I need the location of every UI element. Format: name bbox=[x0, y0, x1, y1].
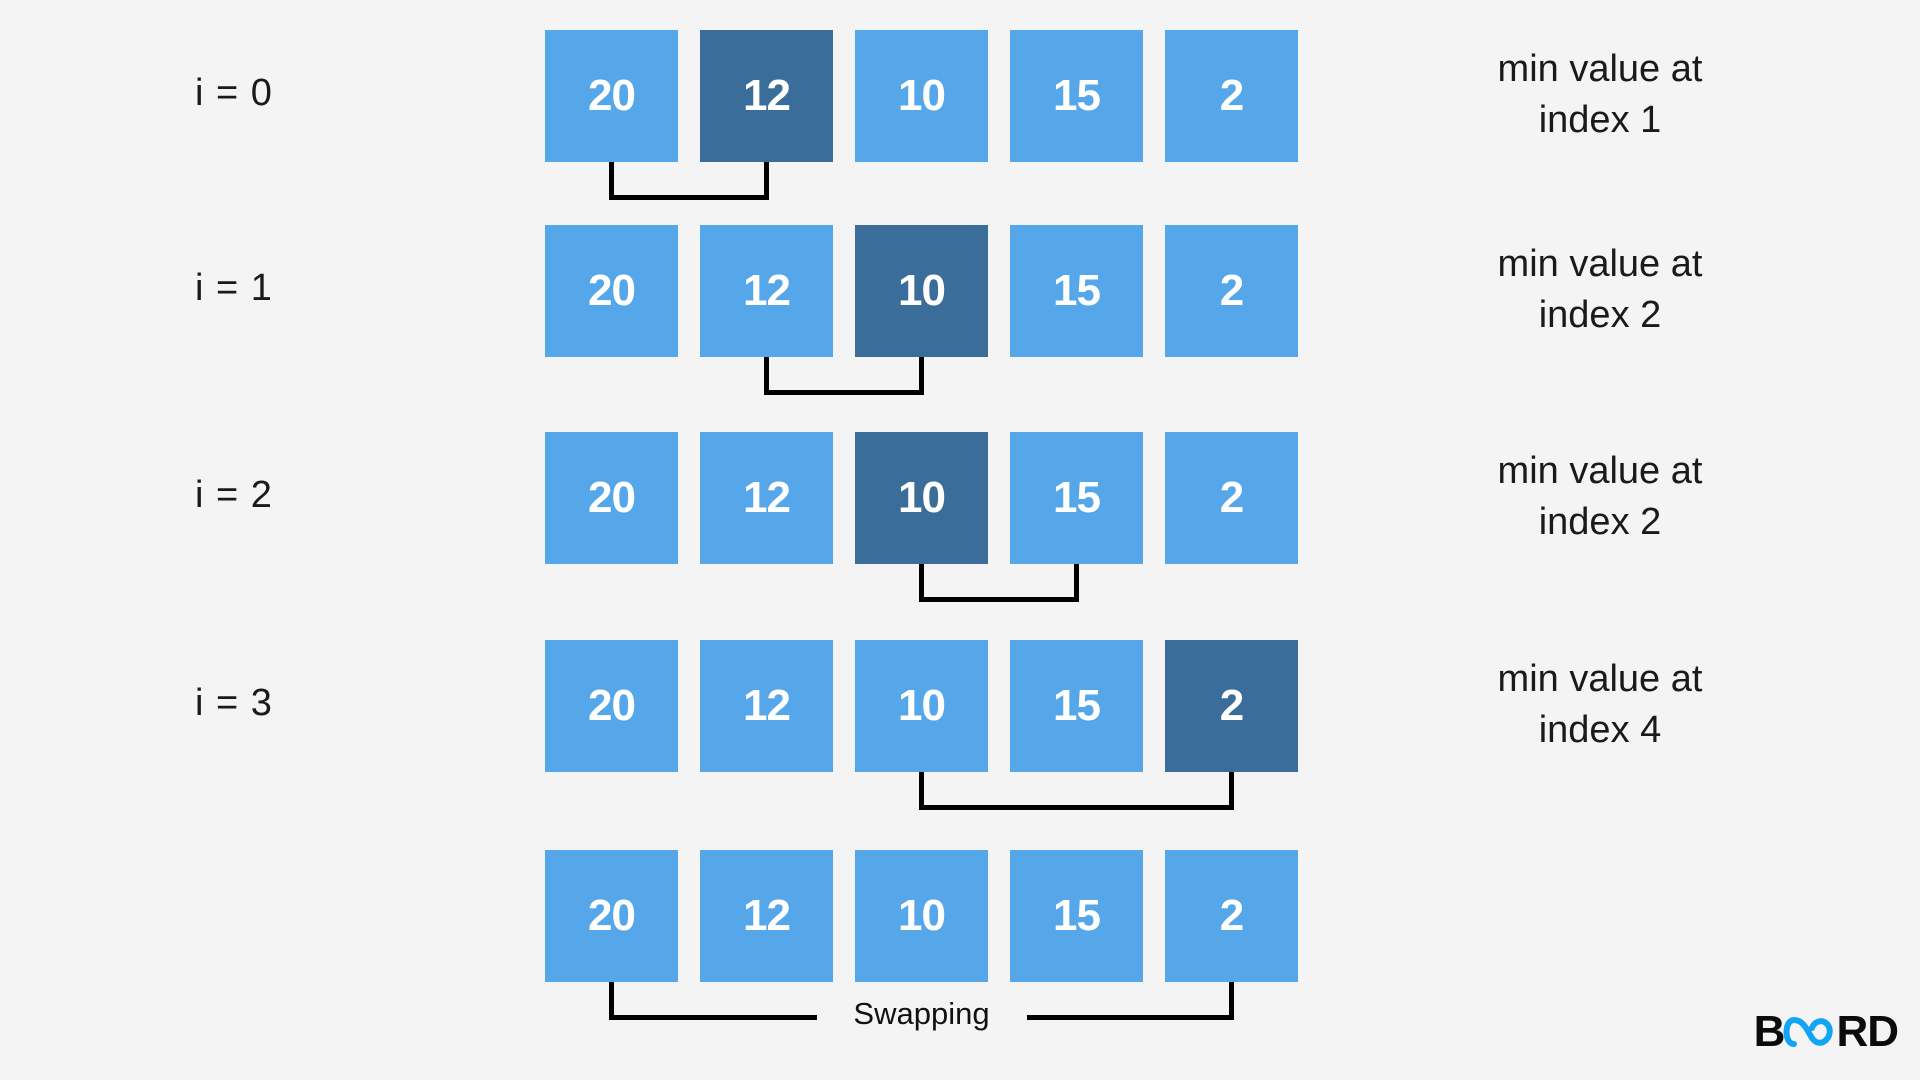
infinity-icon bbox=[1782, 1010, 1838, 1054]
connector-bar bbox=[919, 597, 1079, 602]
connector-right-stem bbox=[1074, 564, 1079, 597]
array-cell[interactable]: 15 bbox=[1010, 850, 1143, 982]
min-value-note-line1: min value at bbox=[1497, 658, 1703, 700]
array-cell-selected[interactable]: 12 bbox=[700, 30, 833, 162]
array-cell[interactable]: 12 bbox=[700, 640, 833, 772]
array-cell[interactable]: 12 bbox=[700, 850, 833, 982]
array-cell[interactable]: 2 bbox=[1165, 432, 1298, 564]
array-cell[interactable]: 20 bbox=[545, 30, 678, 162]
logo-wordmark: B RD bbox=[1753, 1007, 1899, 1057]
connector-right-stem bbox=[764, 162, 769, 195]
connector-bar bbox=[609, 195, 769, 200]
min-value-note-line1: min value at bbox=[1497, 243, 1703, 285]
swap-connector bbox=[0, 357, 1920, 395]
connector-bar-left bbox=[609, 1015, 817, 1020]
connector-left-stem bbox=[609, 982, 614, 1015]
array-cell[interactable]: 20 bbox=[545, 225, 678, 357]
array-cell[interactable]: 12 bbox=[700, 225, 833, 357]
array-cell[interactable]: 12 bbox=[700, 432, 833, 564]
array-cell[interactable]: 15 bbox=[1010, 30, 1143, 162]
array-cell[interactable]: 20 bbox=[545, 640, 678, 772]
connector-bar-right bbox=[1026, 1015, 1234, 1020]
board-logo: B RD bbox=[1753, 1006, 1899, 1058]
min-value-note-line1: min value at bbox=[1497, 48, 1703, 90]
swap-connector bbox=[0, 772, 1920, 810]
iteration-label: i = 0 bbox=[195, 72, 273, 114]
connector-right-stem bbox=[1229, 982, 1234, 1015]
array-cell-selected[interactable]: 2 bbox=[1165, 640, 1298, 772]
connector-bar bbox=[919, 805, 1234, 810]
array-cell[interactable]: 10 bbox=[855, 30, 988, 162]
array-cell[interactable]: 20 bbox=[545, 432, 678, 564]
array-cell-selected[interactable]: 10 bbox=[855, 225, 988, 357]
min-value-note-line2: index 2 bbox=[1538, 294, 1662, 337]
array-cell[interactable]: 10 bbox=[855, 850, 988, 982]
connector-right-stem bbox=[1229, 772, 1234, 805]
min-value-note-line2: index 4 bbox=[1538, 709, 1662, 752]
iteration-label: i = 1 bbox=[195, 267, 273, 309]
array-cell[interactable]: 15 bbox=[1010, 432, 1143, 564]
connector-left-stem bbox=[764, 357, 769, 390]
iteration-label: i = 2 bbox=[195, 474, 273, 516]
connector-left-stem bbox=[919, 772, 924, 805]
swap-connector bbox=[0, 564, 1920, 602]
min-value-note: min value at index 4 bbox=[1400, 654, 1800, 757]
min-value-note: min value at index 2 bbox=[1400, 446, 1800, 549]
swap-connector bbox=[0, 162, 1920, 200]
swapping-label: Swapping bbox=[853, 996, 990, 1031]
array-cell-selected[interactable]: 10 bbox=[855, 432, 988, 564]
array-cell[interactable]: 2 bbox=[1165, 30, 1298, 162]
connector-left-stem bbox=[609, 162, 614, 195]
min-value-note-line1: min value at bbox=[1497, 450, 1703, 492]
swap-connector: Swapping bbox=[0, 982, 1920, 1031]
iteration-label: i = 3 bbox=[195, 682, 273, 724]
logo-prefix: B bbox=[1753, 1007, 1786, 1056]
array-cell[interactable]: 15 bbox=[1010, 225, 1143, 357]
min-value-note-line2: index 2 bbox=[1538, 501, 1662, 544]
connector-right-stem bbox=[919, 357, 924, 390]
connector-left-stem bbox=[919, 564, 924, 597]
array-cell[interactable]: 2 bbox=[1165, 850, 1298, 982]
min-value-note: min value at index 1 bbox=[1400, 44, 1800, 147]
array-cell[interactable]: 2 bbox=[1165, 225, 1298, 357]
min-value-note-line2: index 1 bbox=[1538, 99, 1662, 142]
array-cell[interactable]: 10 bbox=[855, 640, 988, 772]
logo-suffix: RD bbox=[1836, 1007, 1899, 1056]
connector-bar bbox=[764, 390, 924, 395]
min-value-note: min value at index 2 bbox=[1400, 239, 1800, 342]
array-cell[interactable]: 20 bbox=[545, 850, 678, 982]
array-cell[interactable]: 15 bbox=[1010, 640, 1143, 772]
